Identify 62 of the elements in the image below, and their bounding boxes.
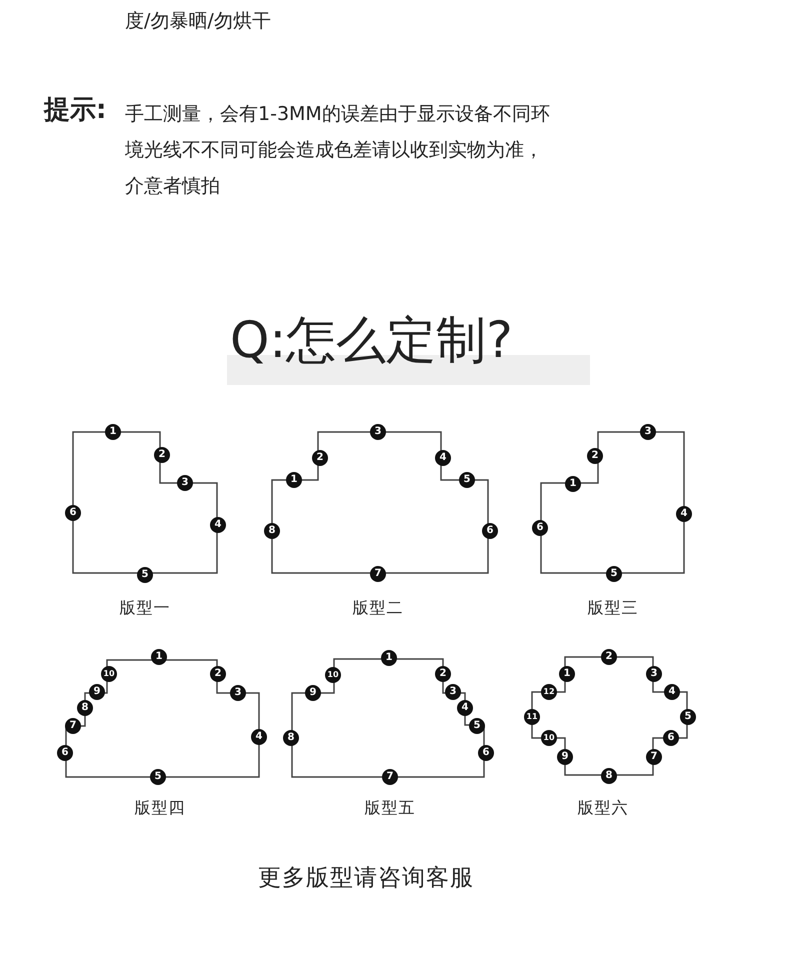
callout-number: 6 xyxy=(663,730,679,746)
callout-number: 9 xyxy=(305,685,321,701)
callout-number: 4 xyxy=(457,700,473,716)
callout-number: 1 xyxy=(565,476,581,492)
callout-number: 9 xyxy=(557,749,573,765)
callout-number: 4 xyxy=(251,729,267,745)
template-caption: 版型四 xyxy=(134,798,186,819)
callout-number: 1 xyxy=(559,666,575,682)
callout-number: 10 xyxy=(541,730,557,746)
callout-number: 2 xyxy=(601,649,617,665)
callout-number: 3 xyxy=(445,684,461,700)
callout-number: 11 xyxy=(524,709,540,725)
template-caption: 版型一 xyxy=(120,598,170,619)
callout-number: 3 xyxy=(230,685,246,701)
callout-number: 3 xyxy=(646,666,662,682)
callout-number: 6 xyxy=(478,745,494,761)
callout-number: 5 xyxy=(137,567,153,583)
callout-number: 7 xyxy=(646,749,662,765)
callout-number: 8 xyxy=(601,768,617,784)
template-caption: 版型五 xyxy=(364,798,416,819)
callout-number: 8 xyxy=(77,700,93,716)
callout-number: 3 xyxy=(177,475,193,491)
callout-number: 6 xyxy=(65,505,81,521)
callout-number: 4 xyxy=(664,684,680,700)
callout-number: 5 xyxy=(606,566,622,582)
callout-number: 3 xyxy=(370,424,386,440)
note-heading: 提示: xyxy=(44,94,106,127)
callout-number: 1 xyxy=(381,650,397,666)
callout-number: 4 xyxy=(676,506,692,522)
callout-number: 6 xyxy=(57,745,73,761)
callout-number: 10 xyxy=(101,666,117,682)
callout-number: 4 xyxy=(210,517,226,533)
template-caption: 版型二 xyxy=(352,598,404,619)
callout-number: 8 xyxy=(264,523,280,539)
callout-number: 2 xyxy=(210,666,226,682)
callout-number: 7 xyxy=(370,566,386,582)
note-text: 手工测量，会有1-3MM的误差由于显示设备不同环境光线不不同可能会造成色差请以收到实物为准，介意者慎拍 xyxy=(125,102,551,199)
callout-number: 7 xyxy=(65,718,81,734)
callout-number: 2 xyxy=(312,450,328,466)
template-caption: 版型六 xyxy=(578,798,628,819)
callout-number: 12 xyxy=(541,684,557,700)
callout-number: 10 xyxy=(325,667,341,683)
callout-number: 2 xyxy=(435,666,451,682)
template-caption: 版型三 xyxy=(588,598,638,619)
callout-number: 6 xyxy=(482,523,498,539)
callout-number: 5 xyxy=(150,769,166,785)
callout-number: 1 xyxy=(105,424,121,440)
callout-number: 9 xyxy=(89,684,105,700)
callout-number: 5 xyxy=(459,472,475,488)
caption: 更多版型请咨询客服 xyxy=(258,864,474,893)
callout-number: 1 xyxy=(151,649,167,665)
callout-number: 4 xyxy=(435,450,451,466)
callout-number: 2 xyxy=(587,448,603,464)
callout-number: 1 xyxy=(286,472,302,488)
note-text: 度/勿暴晒/勿烘干 xyxy=(125,9,271,34)
callout-number: 6 xyxy=(532,520,548,536)
callout-number: 2 xyxy=(154,447,170,463)
callout-number: 8 xyxy=(283,730,299,746)
callout-number: 5 xyxy=(680,709,696,725)
callout-number: 3 xyxy=(640,424,656,440)
callout-number: 5 xyxy=(469,718,485,734)
callout-number: 7 xyxy=(382,769,398,785)
